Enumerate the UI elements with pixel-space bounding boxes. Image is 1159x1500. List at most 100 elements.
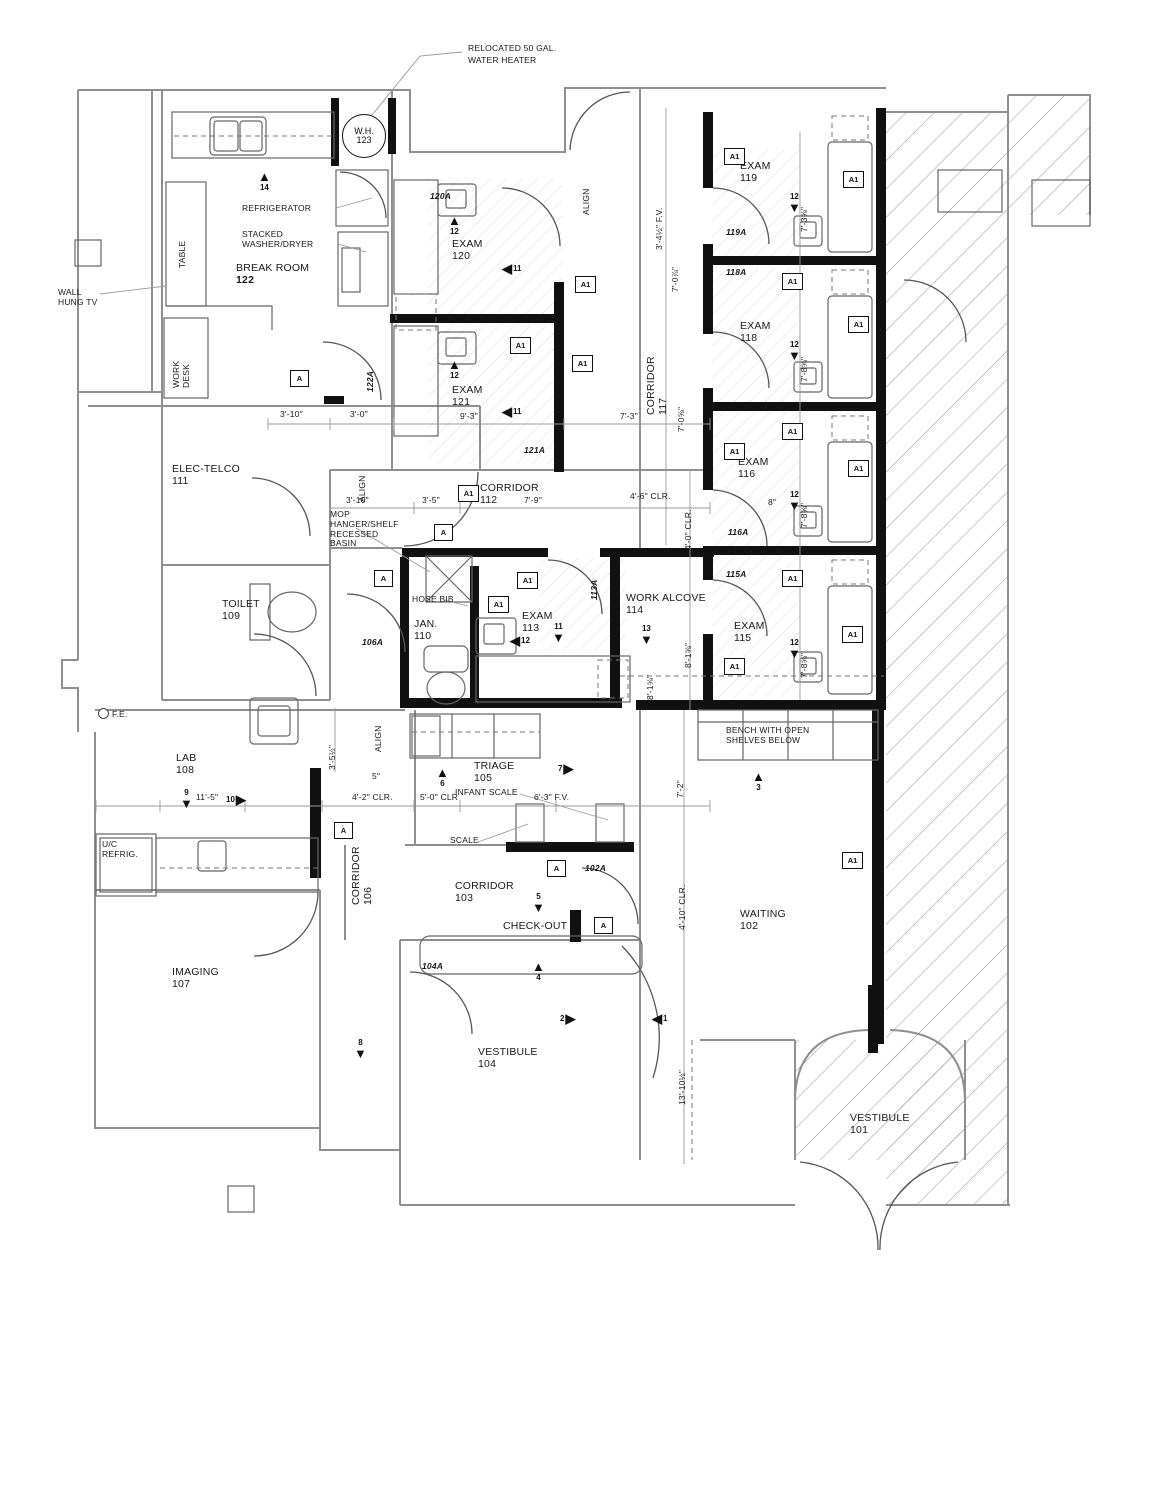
dim: 3'-10" [346, 495, 369, 505]
kn-num: 12 [449, 371, 459, 380]
door-tag-119a: 119A [726, 227, 747, 237]
keynote-10: 10▶ [226, 793, 246, 806]
keynote-arrow-up-icon: ▲ [448, 357, 461, 372]
keynote-arrow-down-icon: ▼ [788, 498, 801, 513]
kn-num: 11 [513, 264, 522, 273]
keynote-arrow-down-icon: ▼ [354, 1046, 367, 1061]
exam113-num: 113 [522, 622, 540, 635]
wall-tag-a1: A1 [575, 276, 596, 293]
kn-num: 9 [184, 788, 189, 797]
door-tag-120a: 120A [430, 191, 452, 201]
exam118-name: EXAM [740, 320, 771, 332]
doors [251, 91, 967, 1251]
wall-tag-a1: A1 [510, 337, 531, 354]
exam118-num: 118 [740, 332, 758, 345]
kn-num: 8 [358, 1038, 363, 1047]
dim-v: 4'-10" CLR. [677, 884, 687, 930]
keynote-4: ▲4 [532, 960, 545, 982]
bench2: SHELVES BELOW [726, 734, 801, 745]
keynote-11: 11▼ [552, 622, 565, 644]
keynote-1: ◀1 [652, 1012, 667, 1025]
vest101-name: VESTIBULE [850, 1112, 910, 1124]
keynote-arrow-up-icon: ▲ [752, 769, 765, 784]
exam121-name: EXAM [452, 384, 483, 396]
elec111-num: 111 [172, 475, 189, 488]
exam113-name: EXAM [522, 610, 553, 622]
lab108-num: 108 [176, 764, 195, 777]
room-label-jan-110: JAN.110 [414, 618, 438, 642]
keynote-arrow-left-icon: ◀ [510, 633, 520, 648]
wall-tag-a: A [334, 822, 353, 839]
jan110-name: JAN. [414, 618, 438, 630]
vest104-num: 104 [478, 1058, 497, 1071]
uc2: REFRIG. [102, 848, 138, 859]
dim-v: 7'-0⅞" [670, 266, 680, 292]
stacked1: STACKED [242, 229, 283, 239]
dim: 7'-3" [620, 411, 638, 421]
triage105-name: TRIAGE [474, 760, 515, 772]
toilet109-name: TOILET [222, 598, 260, 610]
kn-num: 12 [789, 192, 799, 201]
table-label: TABLE [177, 240, 187, 268]
break-num: 122 [236, 274, 255, 287]
keynote-12: 12▼ [788, 340, 801, 362]
door-tag-121a: 121A [524, 445, 546, 455]
door-tag-122a: 122A [365, 370, 375, 392]
water-heater-tag: W.H. 123 [342, 114, 386, 158]
hose-bib-label: HOSE BIB [412, 594, 454, 604]
lab108-name: LAB [176, 752, 197, 764]
wall-tag-a1: A1 [782, 423, 803, 440]
hatch-existing-area [795, 95, 1090, 1205]
kn-num: 13 [641, 624, 651, 633]
walltv2: HUNG TV [58, 296, 98, 307]
dim-v: 7'-8⅝" [799, 356, 809, 382]
align-label-3: ALIGN [373, 725, 383, 752]
fixtures [74, 111, 1091, 1213]
keynote-11: ◀11 [502, 262, 521, 275]
cor106-name: CORRIDOR [350, 846, 362, 905]
keynote-6: ▲6 [436, 766, 449, 788]
waiting102-num: 102 [740, 920, 759, 933]
cor117-num: 117 [657, 397, 670, 415]
kn-num: 12 [521, 636, 530, 645]
keynote-arrow-down-icon: ▼ [180, 796, 193, 811]
dim-v: 8'-1⅝" [683, 642, 693, 668]
exam119-name: EXAM [740, 160, 771, 172]
dim: 11'-5" [196, 792, 219, 802]
exam116-num: 116 [738, 468, 756, 481]
dim: 5" [372, 771, 381, 781]
dashed-lines [160, 115, 884, 1160]
exam120-num: 120 [452, 250, 471, 263]
exam119-num: 119 [740, 172, 758, 185]
exam121-num: 121 [452, 396, 471, 409]
dim-v: 7'-3⅝" [799, 206, 809, 232]
water-heater-note-line2: WATER HEATER [468, 55, 537, 65]
door-tag-118a: 118A [726, 267, 747, 277]
kn-num: 4 [536, 973, 541, 982]
keynote-8: 8▼ [354, 1038, 367, 1060]
dim: 3'-5" [422, 495, 440, 505]
door-tag-116a: 116A [728, 527, 749, 537]
kn-num: 12 [449, 227, 459, 236]
keynote-14: ▲14 [258, 170, 271, 192]
kn-num: 12 [789, 340, 799, 349]
kn-num: 11 [554, 622, 563, 631]
keynote-2: 2▶ [560, 1012, 575, 1025]
label-check-out: CHECK-OUT [503, 920, 568, 932]
mop1: MOP [330, 509, 350, 519]
wall-tag-a1: A1 [724, 443, 745, 460]
alcove114-num: 114 [626, 604, 644, 617]
dim: 5'-0" CLR [420, 792, 459, 802]
mop2: HANGER/SHELF [330, 518, 399, 529]
wall-tag-a: A [594, 917, 613, 934]
